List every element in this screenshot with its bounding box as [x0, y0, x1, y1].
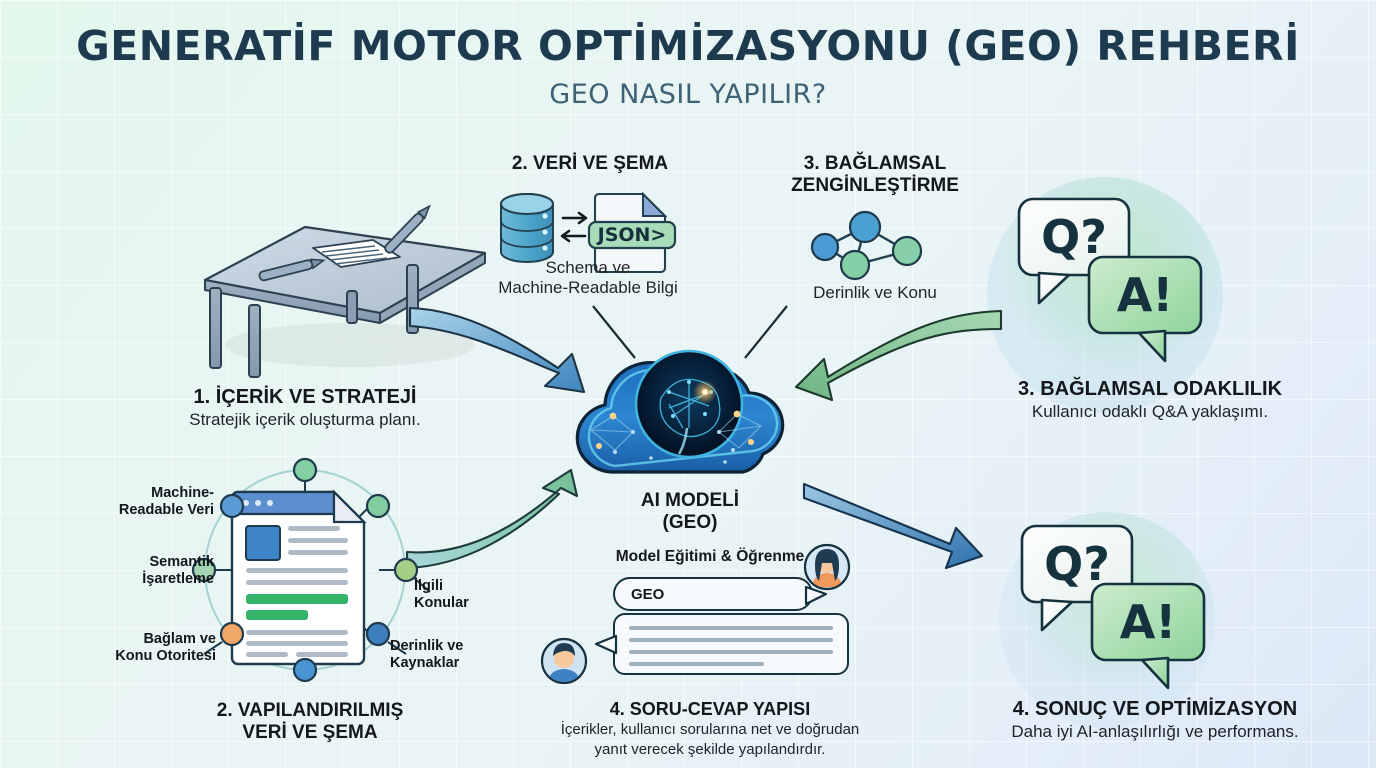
chat-message-assistant[interactable] — [613, 613, 849, 675]
structured-data-title-line2: VERİ VE ŞEMA — [242, 721, 378, 743]
knowledge-graph-icon — [810, 210, 923, 281]
chat-message-user[interactable]: GEO — [613, 577, 813, 611]
center-model-label-line1: AI MODELİ — [640, 490, 740, 511]
page-subtitle: GEO NASIL YAPILIR? — [549, 79, 827, 111]
chat-tail-user — [804, 585, 828, 606]
arrow-structured-to-model — [405, 468, 579, 570]
node-label-related-topics: İlgili Konular — [414, 578, 524, 613]
node-label-machine-readable-line2: Readable Veri — [118, 502, 214, 519]
avatar-male-icon — [540, 637, 588, 685]
node-label-context-authority-line2: Konu Otoritesi — [115, 648, 216, 665]
section-result-optimization-caption: 4. SONUÇ VE OPTİMİZASYON Daha iyi AI-anl… — [945, 698, 1365, 743]
desk-document-icon — [203, 204, 487, 378]
arrow-content-to-model — [408, 306, 586, 394]
contextual-enrichment-title-line2: ZENGİNLEŞTİRME — [791, 174, 959, 196]
section-content-strategy-subtitle: Stratejik içerik oluşturma planı. — [189, 410, 421, 430]
database-cylinder — [500, 193, 554, 263]
section-contextual-enrichment-title: 3. BAĞLAMSAL ZENGİNLEŞTİRME — [740, 153, 1010, 197]
section-qa-structure-caption: 4. SORU-CEVAP YAPISI İçerikler, kullanıc… — [530, 699, 890, 759]
section-content-strategy-title: 1. İÇERİK VE STRATEJİ — [193, 386, 417, 408]
node-label-context-authority-line1: Bağlam ve — [143, 631, 216, 647]
chat-line — [629, 662, 764, 666]
node-label-depth-sources: Derinlik ve Kaynaklar — [390, 638, 520, 673]
arrow-model-to-result — [802, 482, 984, 570]
svg-text:Q?: Q? — [1041, 210, 1107, 264]
arrow-context-to-model — [794, 309, 1003, 402]
section-data-schema-title: 2. VERİ VE ŞEMA — [511, 153, 669, 174]
structured-document-icon — [191, 457, 431, 683]
page-title: GENERATİF MOTOR OPTİMİZASYONU (GEO) REHB… — [76, 22, 1300, 70]
section-contextual-focus-title: 3. BAĞLAMSAL ODAKLILIK — [1017, 378, 1283, 400]
node-label-machine-readable-line1: Machine- — [151, 485, 214, 501]
node-label-semantic-markup-line2: İşaretleme — [142, 571, 214, 588]
chat-line — [629, 638, 833, 642]
section-result-optimization-title: 4. SONUÇ VE OPTİMİZASYON — [1012, 698, 1298, 720]
question-bubble: Q? — [1020, 524, 1134, 632]
sync-arrows-icon — [560, 211, 588, 243]
qa-structure-heading: Model Eğitimi & Öğrenme — [615, 548, 805, 565]
answer-bubble: A! — [1090, 582, 1206, 690]
chat-tail-assistant — [594, 634, 618, 655]
qa-bubbles-icon-bottom: Q? A! — [1020, 524, 1206, 690]
brain-cloud-icon — [575, 349, 785, 474]
structured-data-title-line1: 2. VAPILANDIRILMIŞ — [216, 700, 404, 721]
svg-text:A!: A! — [1117, 268, 1174, 322]
svg-text:A!: A! — [1120, 595, 1177, 649]
node-label-machine-readable: Machine- Readable Veri — [108, 485, 214, 520]
section-contextual-focus-caption: 3. BAĞLAMSAL ODAKLILIK Kullanıcı odaklı … — [950, 378, 1350, 423]
database-json-icon: JSON> — [500, 191, 677, 274]
node-label-depth-sources-line1: Derinlik ve — [390, 638, 464, 654]
node-label-semantic-markup: Semantik İşaretleme — [96, 554, 214, 589]
chat-message-user-text: GEO — [631, 585, 665, 603]
node-label-related-topics-line1: İlgili — [414, 578, 443, 594]
chat-line — [629, 626, 833, 630]
section-qa-structure-title: 4. SORU-CEVAP YAPISI — [609, 699, 811, 719]
center-model-label-line2: (GEO) — [662, 512, 718, 533]
svg-text:JSON>: JSON> — [596, 224, 667, 246]
section-contextual-enrichment-caption: Derinlik ve Konu — [813, 283, 937, 302]
page-header: GENERATİF MOTOR OPTİMİZASYONU (GEO) REHB… — [0, 22, 1376, 111]
avatar-female-icon — [803, 543, 851, 591]
data-schema-caption-line2: Machine-Readable Bilgi — [498, 278, 678, 298]
node-label-semantic-markup-line1: Semantik — [149, 554, 214, 570]
data-schema-caption-line1: Schema ve — [545, 258, 631, 277]
section-content-strategy-caption: 1. İÇERİK VE STRATEJİ Stratejik içerik o… — [110, 386, 500, 431]
section-qa-structure-subtitle-line2: yanıt verecek şekilde yapılandırdır. — [594, 741, 826, 759]
svg-text:Q?: Q? — [1044, 537, 1110, 591]
node-label-related-topics-line2: Konular — [414, 595, 469, 612]
section-contextual-focus-subtitle: Kullanıcı odaklı Q&A yaklaşımı. — [1031, 402, 1269, 422]
node-label-depth-sources-line2: Kaynaklar — [390, 655, 460, 672]
section-qa-structure-subtitle-line1: İçerikler, kullanıcı sorularına net ve d… — [560, 721, 860, 739]
answer-bubble: A! — [1087, 255, 1203, 363]
cloud-connector-lines — [592, 305, 788, 359]
center-model-label: AI MODELİ (GEO) — [570, 490, 810, 534]
section-data-schema-caption: Schema ve Machine-Readable Bilgi — [443, 258, 733, 299]
json-file-icon: JSON> — [587, 191, 677, 274]
qa-bubbles-icon-top: Q? A! — [1017, 197, 1203, 363]
chat-line — [629, 650, 833, 654]
contextual-enrichment-title-line1: 3. BAĞLAMSAL — [803, 153, 947, 174]
section-structured-data-title: 2. VAPILANDIRILMIŞ VERİ VE ŞEMA — [160, 700, 460, 744]
section-result-optimization-subtitle: Daha iyi AI-anlaşılırlığı ve performans. — [1011, 722, 1299, 742]
node-label-context-authority: Bağlam ve Konu Otoritesi — [88, 631, 216, 666]
